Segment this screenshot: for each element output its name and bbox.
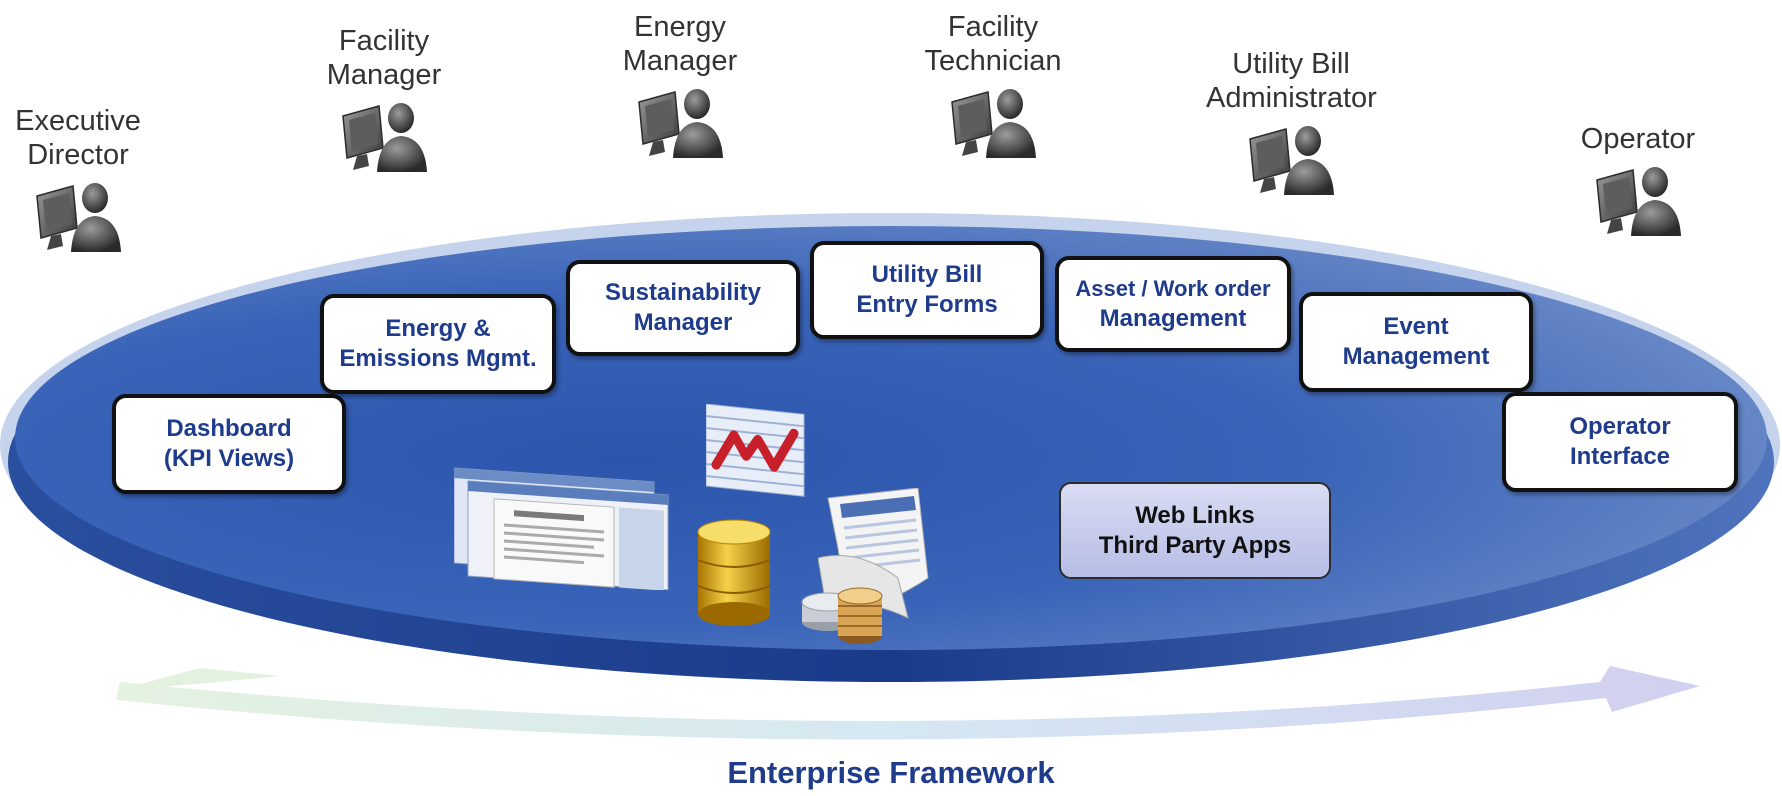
role-line: Utility Bill xyxy=(1232,48,1350,80)
module-sustainability-manager: Sustainability Manager xyxy=(566,260,800,356)
role-line: Technician xyxy=(924,45,1062,77)
role-line: Manager xyxy=(622,45,738,77)
role-facility-manager: Facility Manager xyxy=(316,24,452,176)
module-line: Operator xyxy=(1569,413,1671,440)
module-dashboard: Dashboard (KPI Views) xyxy=(112,394,346,494)
module-energy-emissions: Energy & Emissions Mgmt. xyxy=(320,294,556,394)
module-line: Emissions Mgmt. xyxy=(339,345,537,372)
web-links-line: Web Links xyxy=(1135,501,1255,529)
role-line: Facility xyxy=(338,25,430,57)
module-line: Event xyxy=(1383,313,1449,340)
user-at-computer-icon xyxy=(951,89,1036,158)
coins-icon xyxy=(801,587,883,644)
module-operator-interface: Operator Interface xyxy=(1502,392,1738,492)
role-executive-director: Executive Director xyxy=(10,104,146,256)
module-line: Manager xyxy=(633,309,733,336)
documents-icon xyxy=(454,467,669,590)
role-energy-manager: Energy Manager xyxy=(612,10,748,162)
role-utility-bill-administrator: Utility Bill Administrator xyxy=(1206,47,1377,199)
module-utility-bill-entry: Utility Bill Entry Forms xyxy=(810,241,1044,339)
module-line: Energy & xyxy=(385,315,491,342)
web-links-line: Third Party Apps xyxy=(1098,531,1292,559)
user-at-computer-icon xyxy=(342,103,427,172)
role-facility-technician: Facility Technician xyxy=(913,10,1073,162)
module-line: (KPI Views) xyxy=(163,445,295,472)
module-event-management: Event Management xyxy=(1299,292,1533,392)
role-line: Operator xyxy=(1580,123,1696,155)
user-at-computer-icon xyxy=(1596,167,1681,236)
user-at-computer-icon xyxy=(1249,126,1334,195)
user-at-computer-icon xyxy=(36,183,121,252)
framework-label: Enterprise Framework xyxy=(727,755,1055,790)
role-line: Energy xyxy=(634,11,726,43)
module-line: Sustainability xyxy=(604,279,762,306)
module-line: Dashboard xyxy=(166,415,292,442)
web-links-box: Web Links Third Party Apps xyxy=(1059,482,1331,579)
role-line: Director xyxy=(27,139,129,171)
framework-arrow xyxy=(116,666,1700,740)
database-icon xyxy=(697,519,771,626)
module-asset-work-order: Asset / Work order Management xyxy=(1055,256,1291,352)
line-chart-icon xyxy=(706,404,805,497)
module-line: Entry Forms xyxy=(856,291,998,318)
user-at-computer-icon xyxy=(638,89,723,158)
role-line: Manager xyxy=(326,59,442,91)
role-line: Facility xyxy=(947,11,1039,43)
role-line: Executive xyxy=(15,105,141,137)
role-line: Administrator xyxy=(1206,82,1377,114)
role-operator: Operator xyxy=(1568,122,1708,240)
module-line: Utility Bill xyxy=(871,261,983,288)
module-line: Asset / Work order xyxy=(1075,276,1271,301)
module-line: Interface xyxy=(1569,443,1671,470)
module-line: Management xyxy=(1099,305,1247,332)
module-line: Management xyxy=(1342,343,1490,370)
